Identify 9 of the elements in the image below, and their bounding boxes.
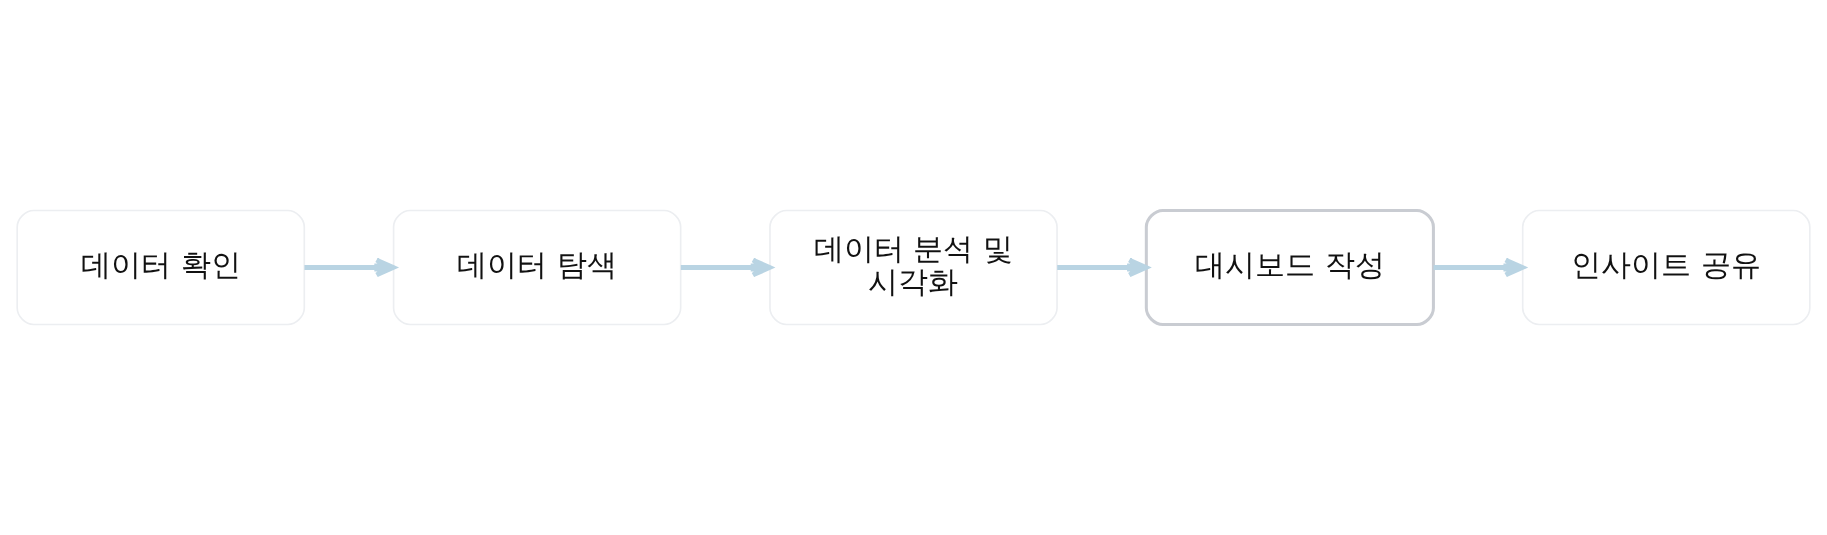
node-box: 인사이트 공유: [1521, 209, 1811, 326]
arrow: [304, 257, 396, 278]
node-box: 데이터 확인: [16, 209, 306, 326]
arrow: [1433, 257, 1525, 278]
node-box: 데이터 탐색: [392, 209, 682, 326]
node-box: 대시보드 작성: [1144, 209, 1435, 326]
node-box: 데이터 분석 및 시각화: [769, 209, 1058, 326]
arrow: [680, 257, 772, 278]
arrow: [1057, 257, 1149, 278]
